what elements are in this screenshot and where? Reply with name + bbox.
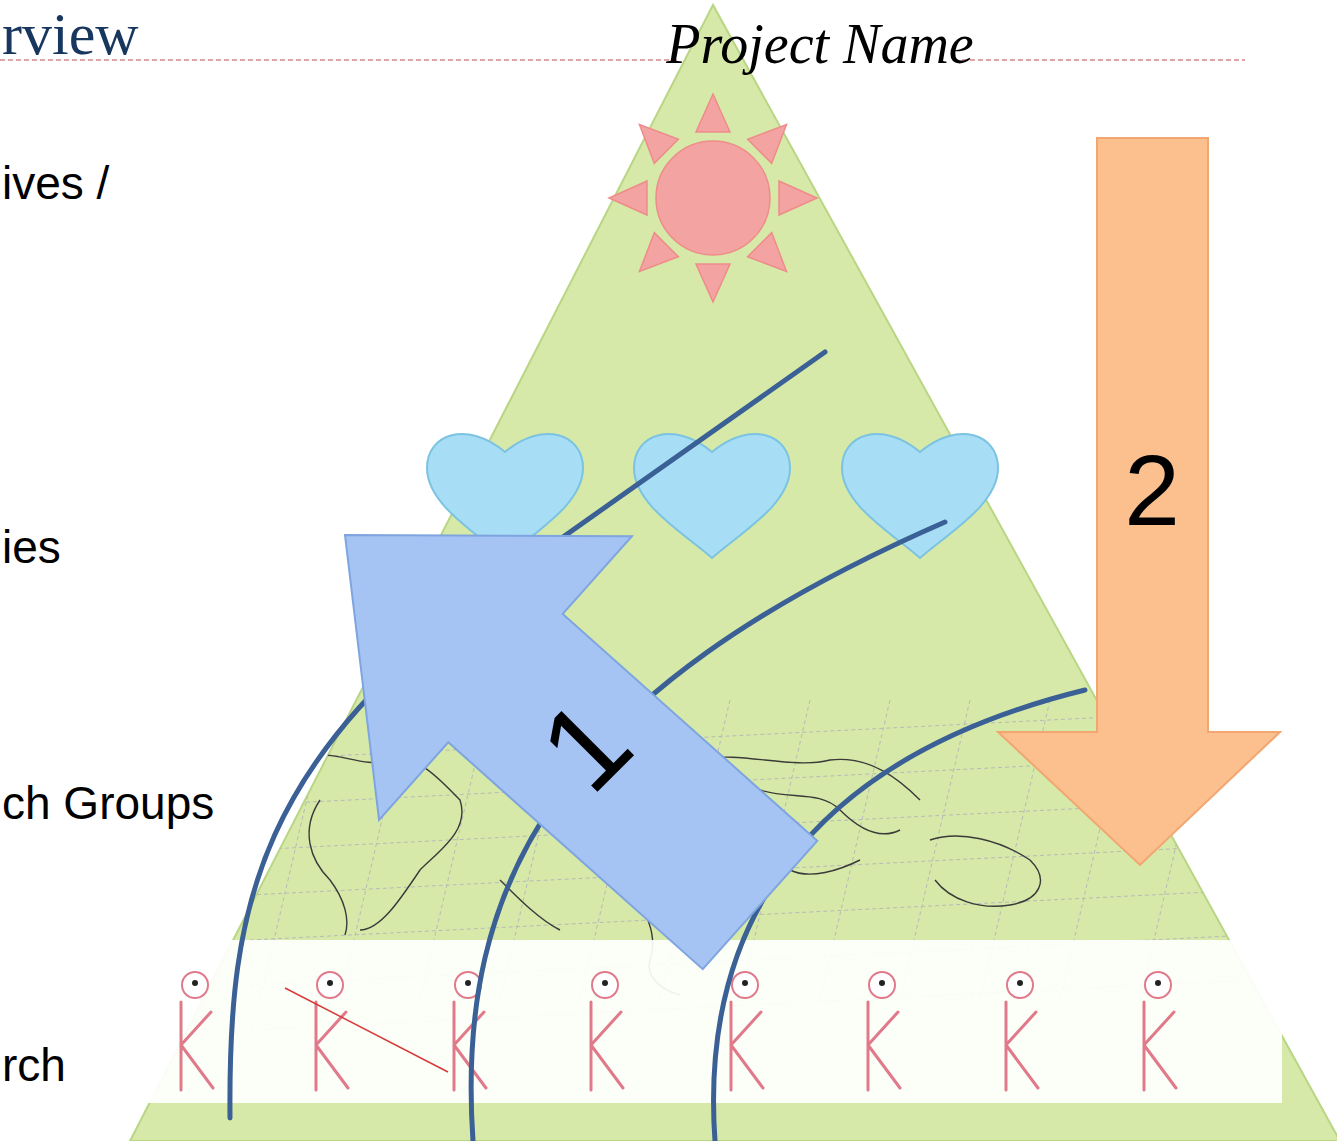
callout-number: 2 bbox=[1124, 433, 1180, 548]
pyramid-outline bbox=[130, 5, 1337, 1141]
flow-curve bbox=[230, 352, 825, 1118]
pyramid: Project Name 1 2 bbox=[130, 0, 1337, 1141]
sun-ray bbox=[748, 124, 787, 163]
figure-eye bbox=[1155, 980, 1161, 986]
map-grid bbox=[250, 935, 1250, 985]
coastline bbox=[930, 836, 1040, 906]
flow-curves bbox=[230, 352, 1085, 1141]
figure-eye bbox=[465, 980, 471, 986]
figure-head bbox=[1007, 972, 1033, 998]
top-down-arrow-outline bbox=[998, 138, 1280, 865]
bottom-up-arrow: 1 bbox=[341, 531, 821, 973]
figure-eye bbox=[879, 980, 885, 986]
figure-body bbox=[181, 1002, 213, 1090]
bottom-up-arrow-outline bbox=[345, 535, 817, 969]
figure-eye bbox=[1017, 980, 1023, 986]
figure-eye bbox=[742, 980, 748, 986]
side-label: rch bbox=[2, 1042, 66, 1088]
figure-head bbox=[317, 972, 343, 998]
coastline bbox=[309, 800, 347, 935]
sun-ray bbox=[609, 181, 647, 215]
sun-ray bbox=[639, 124, 678, 163]
stick-figure bbox=[316, 972, 348, 1090]
cross-out-line bbox=[285, 988, 448, 1072]
stick-figure bbox=[591, 972, 623, 1090]
sun-ray bbox=[748, 233, 787, 272]
figure-head bbox=[732, 972, 758, 998]
stick-figure bbox=[1006, 972, 1038, 1090]
figure-head bbox=[182, 972, 208, 998]
stick-figure bbox=[868, 972, 900, 1090]
heart bbox=[842, 434, 998, 558]
map-grid bbox=[260, 700, 330, 1000]
figure-body bbox=[1144, 1002, 1176, 1090]
figure-eye bbox=[602, 980, 608, 986]
map-grid bbox=[820, 700, 890, 1000]
figure-body bbox=[454, 1002, 486, 1090]
figure-body bbox=[1006, 1002, 1038, 1090]
figure-eye bbox=[192, 980, 198, 986]
stick-figure bbox=[181, 972, 213, 1090]
sun-ray bbox=[639, 233, 678, 272]
side-label: ies bbox=[2, 524, 61, 570]
figure-eye bbox=[327, 980, 333, 986]
figure-body bbox=[591, 1002, 623, 1090]
dashed-rule bbox=[962, 59, 1245, 61]
stick-figure bbox=[1144, 972, 1176, 1090]
sun-disc bbox=[656, 141, 770, 255]
side-label: ch Groups bbox=[2, 780, 214, 826]
sun-ray bbox=[696, 264, 730, 302]
map-grid bbox=[180, 700, 250, 1000]
top-down-arrow: 2 bbox=[994, 134, 1284, 869]
people-band bbox=[135, 940, 1282, 1103]
slide-title: rview bbox=[2, 4, 139, 64]
stick-figure bbox=[454, 972, 486, 1090]
sun bbox=[609, 94, 817, 302]
sun-ray bbox=[696, 94, 730, 132]
coastline bbox=[500, 880, 560, 930]
stick-figures bbox=[181, 972, 1176, 1090]
figure-head bbox=[592, 972, 618, 998]
map-grid bbox=[900, 700, 970, 1000]
figure-head bbox=[869, 972, 895, 998]
side-label: ives / bbox=[2, 160, 109, 206]
figure-head bbox=[1145, 972, 1171, 998]
figure-body bbox=[316, 1002, 348, 1090]
figure-head bbox=[455, 972, 481, 998]
sun-ray bbox=[779, 181, 817, 215]
figure-body bbox=[868, 1002, 900, 1090]
stick-figure bbox=[731, 972, 763, 1090]
map-grid bbox=[250, 980, 1250, 1030]
heart bbox=[634, 434, 790, 558]
project-name: Project Name bbox=[666, 12, 973, 76]
figure-body bbox=[731, 1002, 763, 1090]
